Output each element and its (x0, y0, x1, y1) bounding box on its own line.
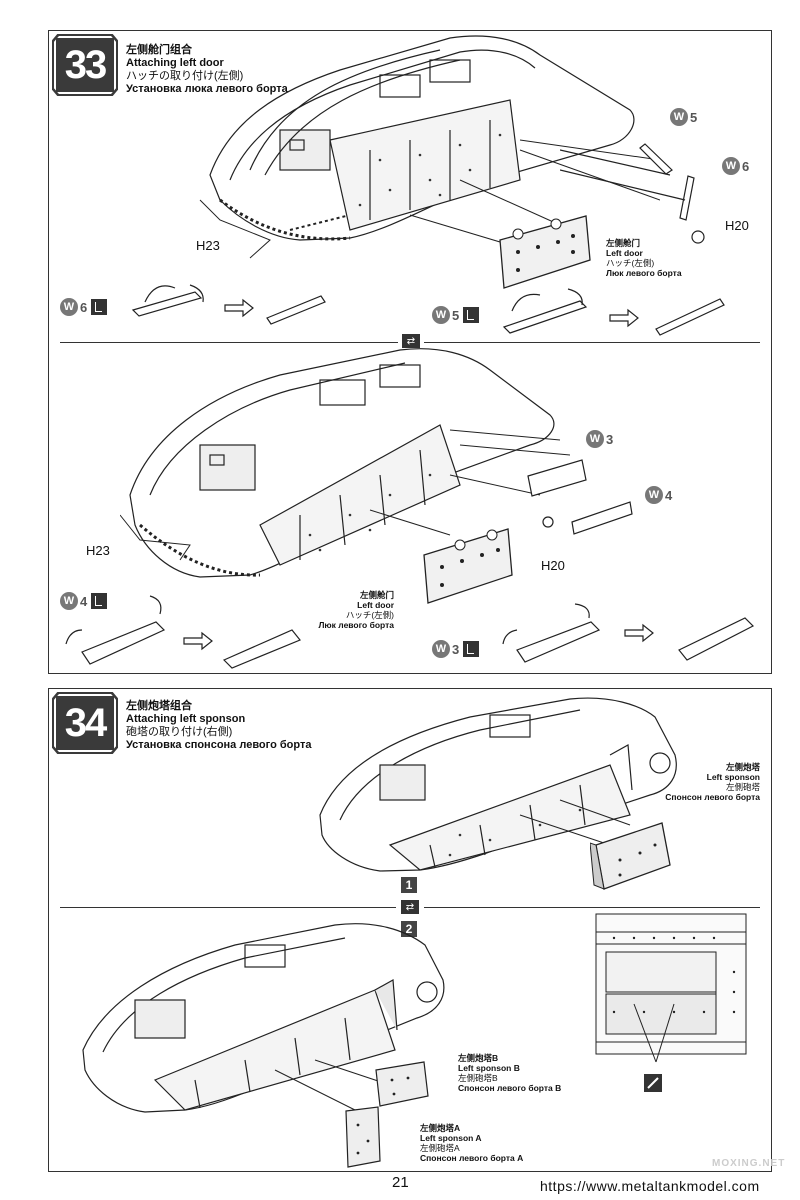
tank-drawing-step33-bottom (120, 348, 570, 578)
left-door-label-ru: Люк левого борта (318, 620, 394, 630)
w-circle-icon: W (60, 592, 78, 610)
w-circle-icon: W (670, 108, 688, 126)
sanding-tool-icon (91, 593, 108, 609)
left-sponson-part (590, 822, 671, 890)
sponson-a-label-en: Left sponson A (420, 1133, 482, 1143)
sponson-b-label: 左侧炮塔B Left sponson B 左側砲塔B Спонсон левог… (458, 1053, 561, 1093)
left-sponson-label-ru: Спонсон левого борта (665, 792, 760, 802)
w3-subassembly-badge: W 3 (432, 640, 480, 658)
step-34-title-jp: 砲塔の取り付け(右側) (126, 726, 233, 738)
sponson-a-part (345, 1106, 381, 1168)
w6-number: 6 (742, 158, 750, 174)
step-33-title-jp: ハッチの取り付け(左側) (126, 70, 244, 82)
step-34-badge: 34 (52, 692, 118, 754)
left-sponson-label-jp: 左側砲塔 (725, 782, 760, 792)
step-33-divider-right (424, 342, 760, 343)
sponson-a-label-jp: 左側砲塔A (420, 1143, 460, 1153)
part-h23-bottom: H23 (86, 543, 110, 558)
step-34-number: 34 (54, 694, 116, 752)
step-34-title-en: Attaching left sponson (126, 713, 246, 725)
step-33-title-en: Attaching left door (126, 57, 224, 69)
sponson-detail-inset (595, 913, 747, 1092)
sponson-b-label-cn: 左侧炮塔B (458, 1053, 499, 1063)
sponson-a-label-cn: 左侧炮塔A (420, 1123, 461, 1133)
sponson-b-label-en: Left sponson B (458, 1063, 520, 1073)
sponson-b-part (375, 1061, 429, 1107)
step-33-divider (60, 342, 398, 343)
w-circle-icon: W (60, 298, 78, 316)
left-door-label-cn: 左侧舱门 (606, 238, 641, 248)
step-34-titles: 左侧炮塔组合 Attaching left sponson 砲塔の取り付け(右側… (126, 700, 311, 752)
w4-number: 4 (665, 487, 673, 503)
w6-sub-number: 6 (80, 299, 88, 315)
step-33-title-cn: 左侧舱门组合 (126, 44, 192, 56)
left-sponson-label-cn: 左侧炮塔 (725, 762, 760, 772)
step-34-divider (60, 907, 396, 908)
left-door-part-bottom (423, 528, 513, 604)
step-34-divider-right (424, 907, 760, 908)
w4-badge-bottom: W 4 (645, 486, 672, 504)
step-34-title-cn: 左侧炮塔组合 (126, 700, 192, 712)
w5-subassembly-badge: W 5 (432, 306, 480, 324)
sanding-tool-icon (463, 307, 480, 323)
left-door-label-ru: Люк левого борта (606, 268, 682, 278)
w-circle-icon: W (586, 430, 604, 448)
watermark-text: MOXING.NET (712, 1158, 786, 1169)
sponson-a-label: 左侧炮塔A Left sponson A 左側砲塔A Спонсон левог… (420, 1123, 523, 1163)
w3-bend-sequence (502, 603, 755, 663)
w-circle-icon: W (432, 306, 450, 324)
left-door-label-en: Left door (606, 248, 643, 258)
sanding-tool-icon (463, 641, 480, 657)
w4-subassembly-badge: W 4 (60, 592, 108, 610)
flip-model-icon: ⇄ (402, 334, 420, 348)
part-h20-bottom: H20 (541, 558, 565, 573)
w-circle-icon: W (645, 486, 663, 504)
sub-step-1: 1 (401, 877, 417, 893)
step-33-number: 33 (54, 36, 116, 94)
sanding-tool-icon (91, 299, 108, 315)
step-34-title-ru: Установка спонсона левого борта (126, 739, 312, 751)
sponson-a-label-ru: Спонсон левого борта A (420, 1153, 524, 1163)
step-33-badge: 33 (52, 34, 118, 96)
tank-drawing-step34-top (319, 697, 677, 872)
w3-badge-bottom: W 3 (586, 430, 613, 448)
part-h20-top: H20 (725, 218, 749, 233)
w3-sub-number: 3 (452, 641, 460, 657)
w3-number: 3 (606, 431, 614, 447)
left-door-part-top (499, 215, 591, 289)
w5-sub-number: 5 (452, 307, 460, 323)
step-33-titles: 左侧舱门组合 Attaching left door ハッチの取り付け(左側) … (126, 44, 288, 96)
w6-bend-sequence (131, 284, 326, 325)
w6-badge-top: W 6 (722, 157, 749, 175)
step-33-title-ru: Установка люка левого борта (126, 83, 288, 95)
rod-parts-top (560, 143, 705, 244)
left-door-label-cn: 左侧舱门 (359, 590, 394, 600)
flip-model-icon: ⇄ (401, 900, 419, 914)
w5-badge-top: W 5 (670, 108, 697, 126)
w-circle-icon: W (432, 640, 450, 658)
part-h23-top: H23 (196, 238, 220, 253)
left-door-label-top: 左侧舱门 Left door ハッチ(左側) Люк левого борта (606, 238, 682, 278)
left-door-label-jp: ハッチ(左側) (345, 610, 394, 620)
w4-bend-sequence (65, 595, 301, 669)
w5-bend-sequence (502, 288, 725, 336)
left-door-label-bottom: 左侧舱门 Left door ハッチ(左側) Люк левого борта (314, 590, 394, 630)
w3-w4-panels (527, 459, 633, 535)
tank-drawing-step33-top (199, 35, 660, 259)
left-door-label-en: Left door (357, 600, 394, 610)
sponson-b-label-ru: Спонсон левого борта B (458, 1083, 562, 1093)
w-circle-icon: W (722, 157, 740, 175)
tank-drawing-step34-bottom (82, 923, 445, 1116)
left-sponson-label-en: Left sponson (706, 772, 760, 782)
page-number: 21 (392, 1174, 409, 1191)
left-door-label-jp: ハッチ(左側) (606, 258, 655, 268)
left-sponson-label: 左侧炮塔 Left sponson 左側砲塔 Спонсон левого бо… (650, 762, 760, 802)
w6-subassembly-badge: W 6 (60, 298, 108, 316)
w5-number: 5 (690, 109, 698, 125)
site-url[interactable]: https://www.metaltankmodel.com (540, 1178, 760, 1194)
sponson-b-label-jp: 左側砲塔B (458, 1073, 498, 1083)
w4-sub-number: 4 (80, 593, 88, 609)
